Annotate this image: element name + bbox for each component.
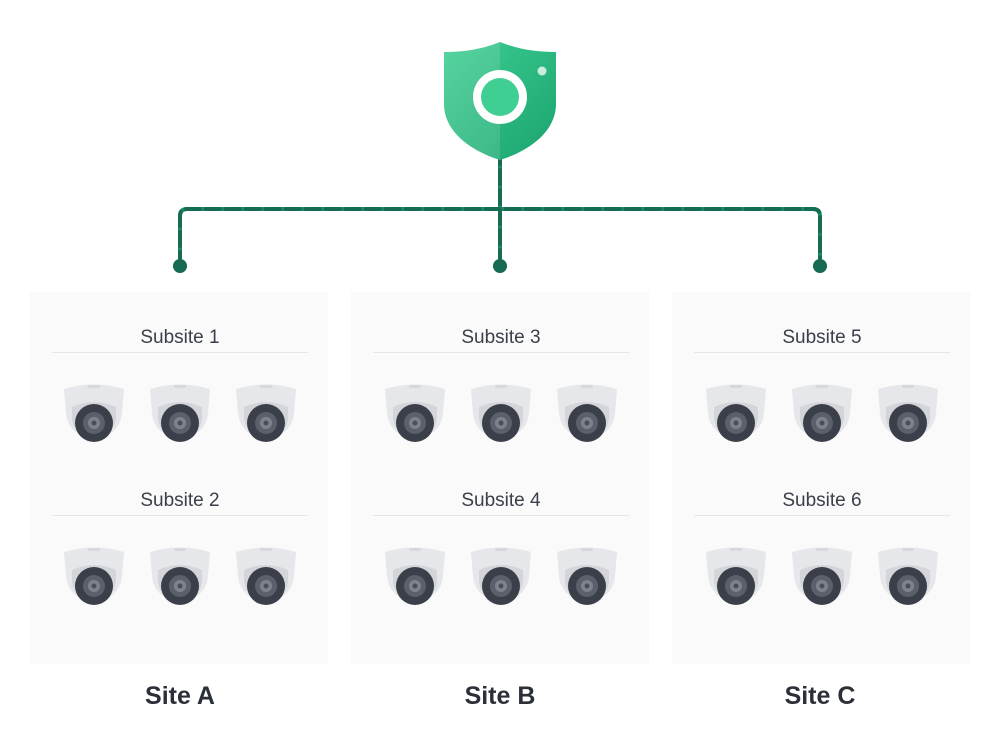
dome-camera-icon [792,384,852,442]
dome-camera-icon [64,384,124,442]
camera-row [52,516,308,610]
shield-lens [481,78,519,116]
site-panel-c: Subsite 5 Subsite 6 [672,292,970,664]
subsite-title: Subsite 5 [694,324,950,353]
subsite-group: Subsite 4 [373,487,629,610]
dome-camera-icon [706,384,766,442]
dome-camera-icon [385,547,445,605]
subsite-title: Subsite 1 [52,324,308,353]
dome-camera-icon [557,547,617,605]
connector-lines [178,148,822,268]
dome-camera-icon [878,384,938,442]
dome-camera-icon [385,384,445,442]
site-label-b: Site B [464,682,536,710]
subsite-title: Subsite 4 [373,487,629,516]
site-label-a: Site A [145,682,215,710]
subsite-group: Subsite 2 [52,487,308,610]
camera-row [694,353,950,447]
connection-tree [173,42,827,273]
dome-camera-icon [236,384,296,442]
camera-row [694,516,950,610]
connector-dash [178,148,822,268]
dome-camera-icon [64,547,124,605]
subsite-group: Subsite 3 [373,324,629,447]
connector-dot-site-b [493,259,507,273]
dome-camera-icon [236,547,296,605]
shield-indicator-dot [537,66,547,76]
connector-dot-site-c [813,259,827,273]
shield-camera-icon [444,42,556,160]
subsite-title: Subsite 3 [373,324,629,353]
dome-camera-icon [557,384,617,442]
subsite-title: Subsite 2 [52,487,308,516]
subsite-group: Subsite 1 [52,324,308,447]
camera-row [373,353,629,447]
dome-camera-icon [471,384,531,442]
site-panel-b: Subsite 3 Subsite 4 [351,292,649,664]
subsite-group: Subsite 6 [694,487,950,610]
dome-camera-icon [471,547,531,605]
dome-camera-icon [150,547,210,605]
camera-row [52,353,308,447]
site-panel-a: Subsite 1 Subsite 2 [30,292,328,664]
dome-camera-icon [150,384,210,442]
subsite-group: Subsite 5 [694,324,950,447]
site-label-c: Site C [784,682,856,710]
dome-camera-icon [878,547,938,605]
subsite-title: Subsite 6 [694,487,950,516]
connector-dot-site-a [173,259,187,273]
dome-camera-icon [706,547,766,605]
camera-row [373,516,629,610]
dome-camera-icon [792,547,852,605]
shield-highlight [444,42,500,160]
